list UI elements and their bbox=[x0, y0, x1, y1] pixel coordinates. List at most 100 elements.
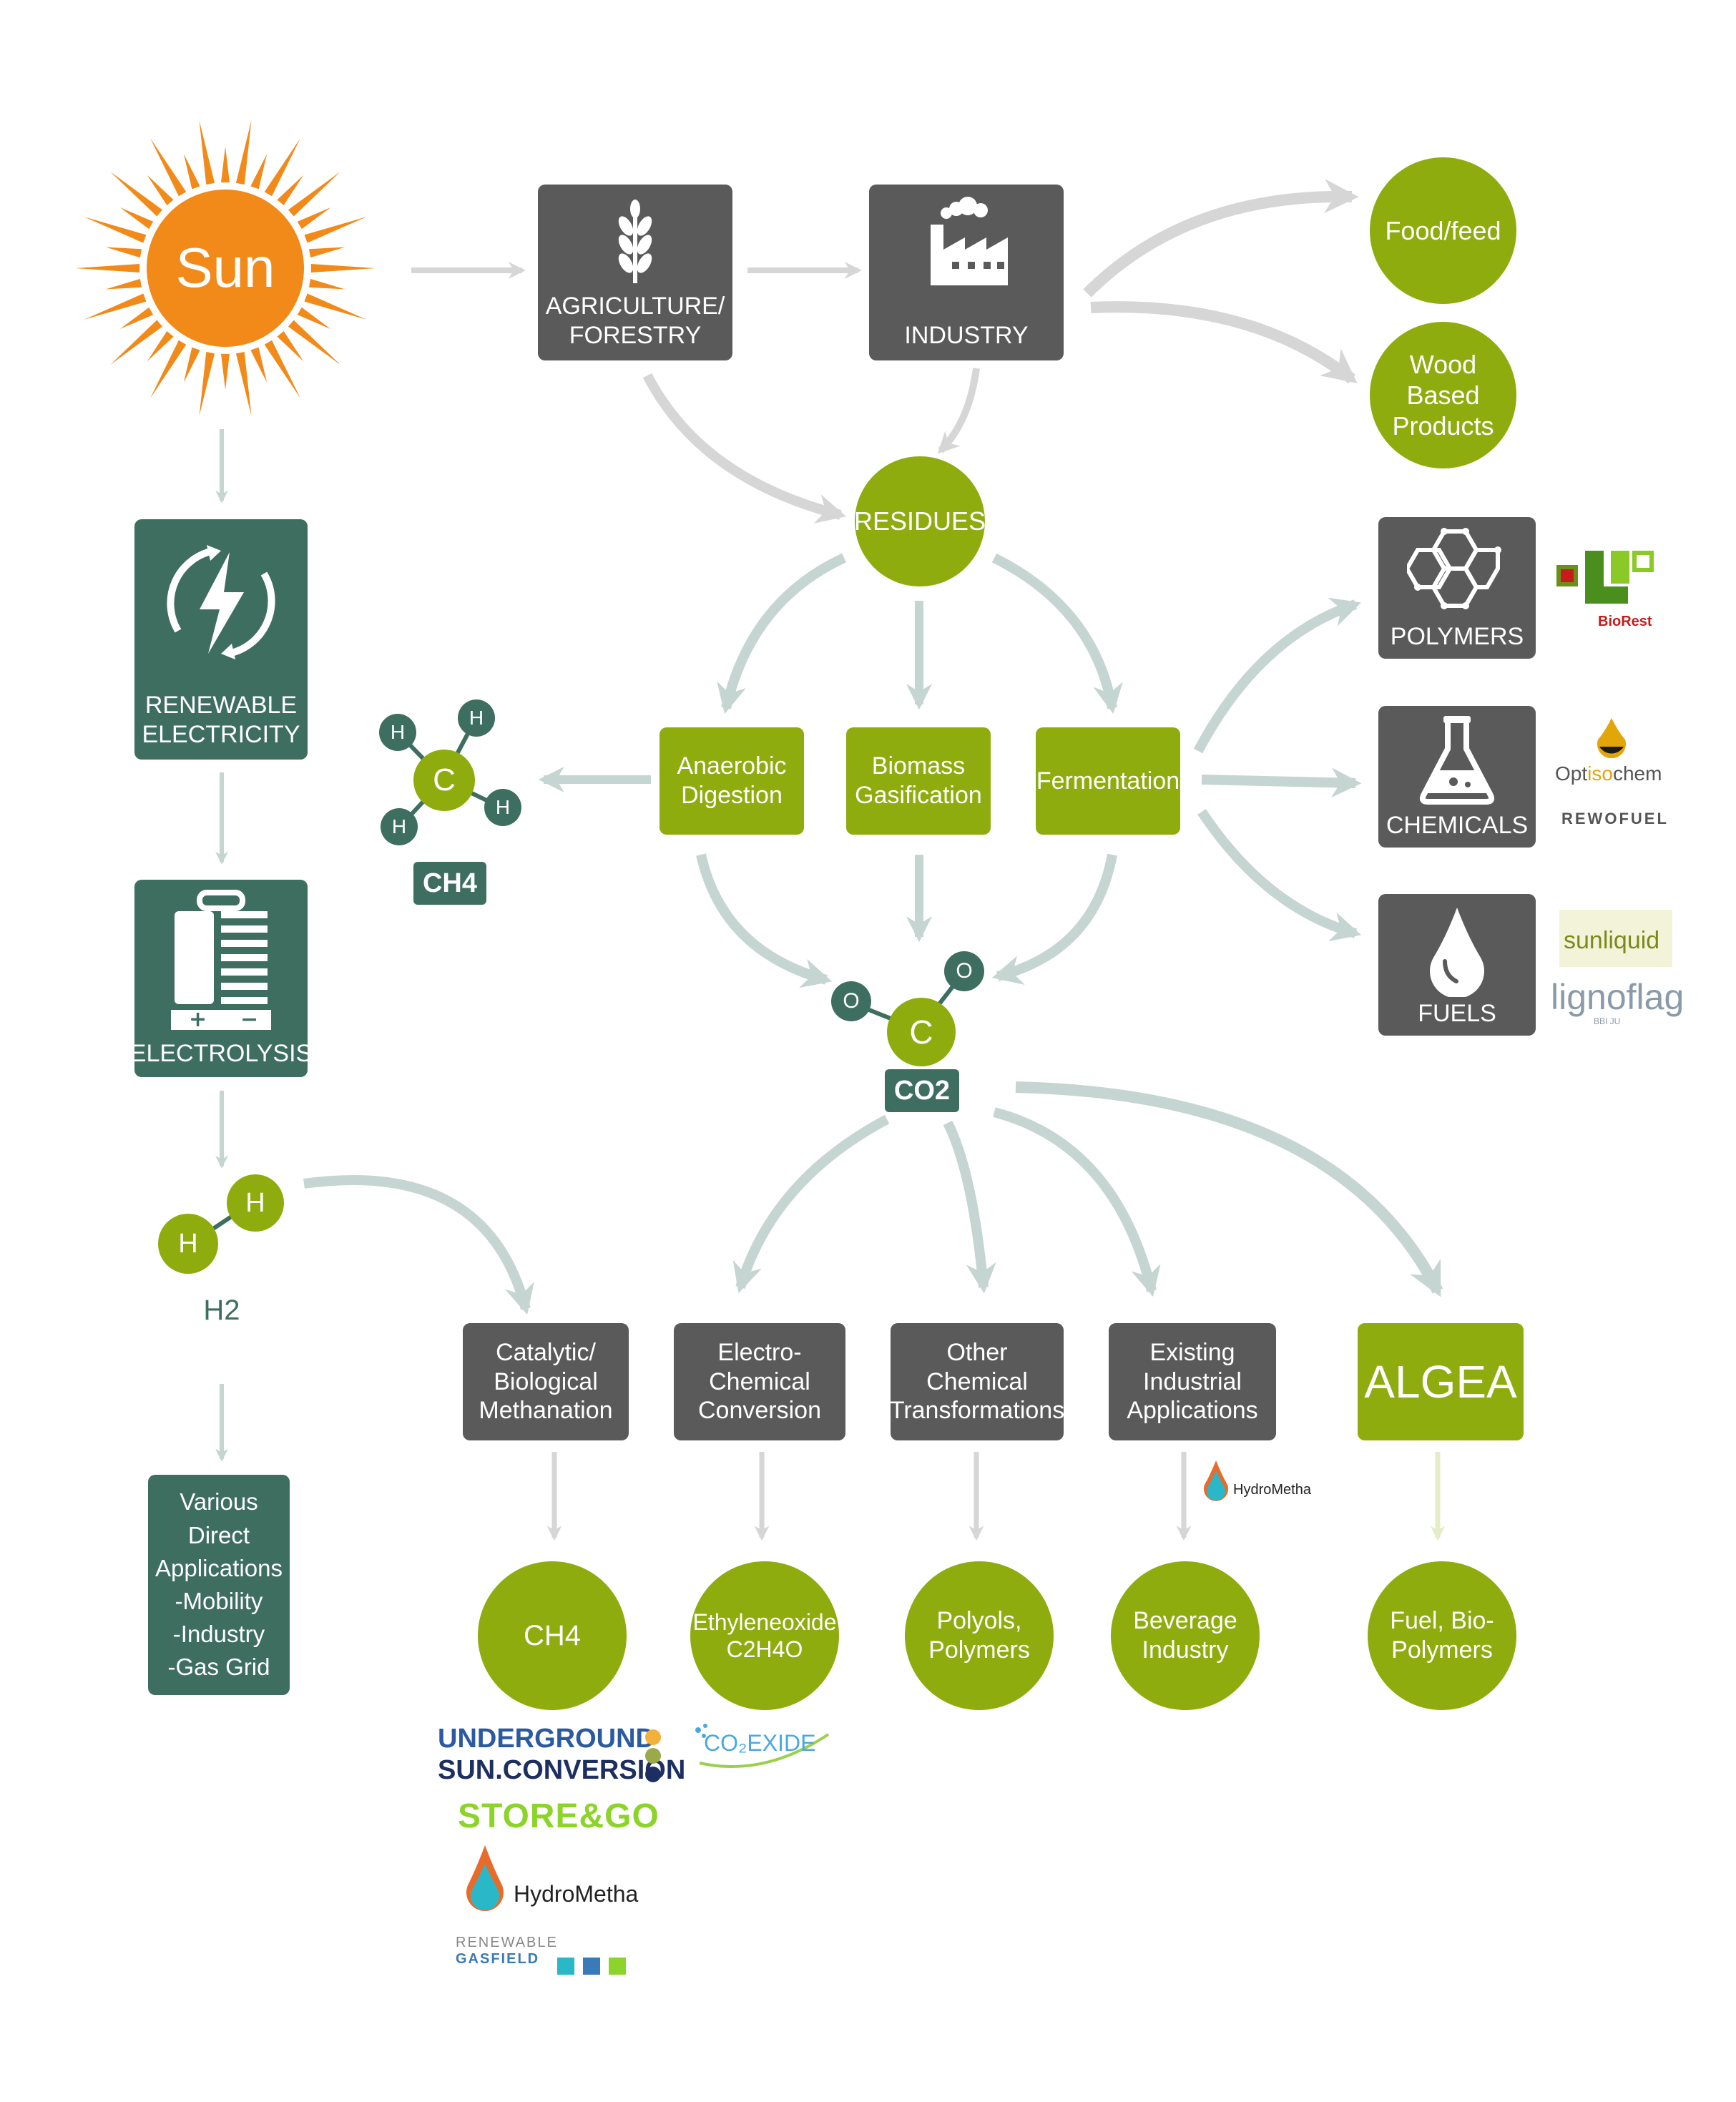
ethyleneoxide-circle: Ethyleneoxide C2H4O bbox=[690, 1561, 839, 1710]
industry-label: INDUSTRY bbox=[904, 322, 1029, 350]
dot-navy bbox=[645, 1767, 661, 1782]
chemicals-box: CHEMICALS bbox=[1378, 706, 1536, 848]
sun-label: Sun bbox=[175, 236, 275, 300]
co2-molecule-label: CO2 bbox=[885, 1069, 959, 1112]
optisochem-text: Optisochem bbox=[1555, 762, 1662, 785]
hydrometha-big-logo: HydroMetha bbox=[464, 1844, 642, 1922]
arrow-residues-anaerobic bbox=[717, 553, 846, 714]
other-transformations-box: Other Chemical Transformations bbox=[889, 1323, 1065, 1440]
fuels-box: FUELS bbox=[1378, 894, 1536, 1036]
ch4-hydrogen-atom: H bbox=[484, 789, 521, 826]
sun-conversion-text: SUN.CONVERSION bbox=[438, 1755, 686, 1785]
electro-label: Electro- Chemical Conversion bbox=[698, 1338, 821, 1425]
various-applications-box: Various Direct Applications -Mobility -I… bbox=[148, 1475, 290, 1695]
ch4-tag-text: CH4 bbox=[422, 868, 478, 898]
battery-cell-icon: + − bbox=[171, 890, 271, 1032]
various-label: Various Direct Applications -Mobility -I… bbox=[155, 1488, 283, 1681]
sun-ray bbox=[297, 307, 331, 329]
lightning-cycle-icon bbox=[167, 545, 275, 659]
sun-ray bbox=[147, 175, 174, 206]
co2-oxygen-atom: O bbox=[944, 951, 984, 991]
atom-h-label: H bbox=[178, 1228, 198, 1259]
agriculture-forestry-box: AGRICULTURE/ FORESTRY bbox=[538, 185, 732, 360]
sun-ray bbox=[183, 347, 200, 383]
sun-ray bbox=[264, 138, 300, 197]
fuels-label: FUELS bbox=[1418, 1000, 1496, 1028]
ch4-output-circle: CH4 bbox=[478, 1561, 627, 1710]
biorest-logo: BioRest bbox=[1554, 545, 1668, 638]
co2exide-logo: CO₂EXIDE bbox=[692, 1720, 835, 1777]
sun-ray bbox=[304, 217, 367, 243]
sun-ray bbox=[110, 320, 163, 365]
ch4-hydrogen-atom: H bbox=[458, 699, 495, 737]
renewable-word: RENEWABLE bbox=[456, 1935, 558, 1950]
catalytic-label: Catalytic/ Biological Methanation bbox=[479, 1338, 613, 1425]
sun-ray bbox=[110, 172, 163, 217]
existing-applications-box: Existing Industrial Applications bbox=[1109, 1323, 1276, 1440]
atom-c-label: C bbox=[909, 1013, 933, 1051]
sun-ray bbox=[75, 264, 140, 272]
polymers-box: POLYMERS bbox=[1378, 517, 1536, 659]
arrow-industry-residues bbox=[937, 368, 980, 454]
sun-ray bbox=[277, 175, 304, 206]
biorest-text: BioRest bbox=[1598, 614, 1652, 629]
factory-icon bbox=[931, 197, 1008, 285]
sun-ray bbox=[150, 138, 187, 197]
fuel-bio-label: Fuel, Bio- Polymers bbox=[1390, 1607, 1494, 1664]
fermentation-box: Fermentation bbox=[1036, 727, 1180, 835]
atom-h-label: H bbox=[245, 1187, 265, 1218]
optisochem-mid: iso bbox=[1587, 762, 1613, 785]
lignoflag-text: lignoflag bbox=[1551, 977, 1684, 1017]
catalytic-methanation-box: Catalytic/ Biological Methanation bbox=[463, 1323, 629, 1440]
wood-products-label: Wood Based Products bbox=[1392, 349, 1494, 441]
store-and-go-logo: STORE&GO bbox=[458, 1797, 659, 1835]
beverage-circle: Beverage Industry bbox=[1111, 1561, 1260, 1710]
h2-label-text: H2 bbox=[203, 1295, 240, 1326]
ch4-hydrogen-atom: H bbox=[379, 714, 416, 751]
sun-ray bbox=[235, 351, 252, 416]
renewable-gasfield-logo: RENEWABLE GASFIELD bbox=[456, 1935, 642, 1985]
wood-products-circle: Wood Based Products bbox=[1370, 322, 1516, 468]
anaerobic-label: Anaerobic Digestion bbox=[677, 752, 787, 809]
gasification-label: Biomass Gasification bbox=[855, 752, 982, 809]
svg-text:+: + bbox=[189, 1007, 207, 1032]
atom-h-label: H bbox=[391, 815, 407, 838]
sun-ray bbox=[84, 217, 147, 243]
electrolysis-label: ELECTROLYSIS bbox=[129, 1040, 313, 1068]
sun-ray bbox=[308, 278, 345, 290]
sun-ray bbox=[297, 207, 331, 230]
arrow-co2-algea bbox=[1015, 1081, 1443, 1297]
wheat-icon bbox=[618, 200, 652, 283]
underground-sun-conversion-logo: UNDERGROUND SUN.CONVERSION bbox=[436, 1724, 685, 1795]
dot-orange bbox=[645, 1729, 661, 1745]
sun-ray bbox=[308, 247, 345, 258]
algea-label: ALGEA bbox=[1364, 1355, 1517, 1408]
beverage-label: Beverage Industry bbox=[1133, 1607, 1237, 1664]
arrow-agri-residues bbox=[642, 373, 847, 524]
hydrometha-small-logo: HydroMetha bbox=[1202, 1459, 1345, 1516]
sun-circle: Sun bbox=[147, 190, 304, 347]
drop-icon bbox=[1430, 908, 1484, 997]
renewable-text: RENEWABLE GASFIELD bbox=[456, 1935, 642, 1968]
anaerobic-digestion-box: Anaerobic Digestion bbox=[659, 727, 804, 835]
hydrometha-drop-icon bbox=[1204, 1460, 1228, 1501]
chemicals-label: CHEMICALS bbox=[1386, 812, 1529, 840]
lignoflag-logo: lignoflag BBI JU bbox=[1551, 969, 1684, 1033]
optisochem-post: chem bbox=[1612, 762, 1662, 785]
underground-text: UNDERGROUND bbox=[438, 1724, 655, 1754]
sun-ray bbox=[235, 120, 252, 185]
gasfield-icons bbox=[557, 1958, 626, 1975]
other-label: Other Chemical Transformations bbox=[889, 1338, 1065, 1425]
arrow-co2-electro bbox=[732, 1114, 890, 1294]
atom-h-label: H bbox=[495, 796, 511, 818]
industry-box: INDUSTRY bbox=[869, 185, 1064, 360]
sun-ray bbox=[147, 330, 174, 362]
sun-ray bbox=[250, 347, 268, 383]
lignoflag-sub-text: BBI JU bbox=[1594, 1016, 1621, 1026]
h2-hydrogen-atom: H bbox=[158, 1214, 218, 1274]
arrow-industry-food bbox=[1083, 179, 1359, 298]
food-feed-label: Food/feed bbox=[1385, 215, 1501, 245]
arrow-co2-other bbox=[943, 1120, 996, 1294]
